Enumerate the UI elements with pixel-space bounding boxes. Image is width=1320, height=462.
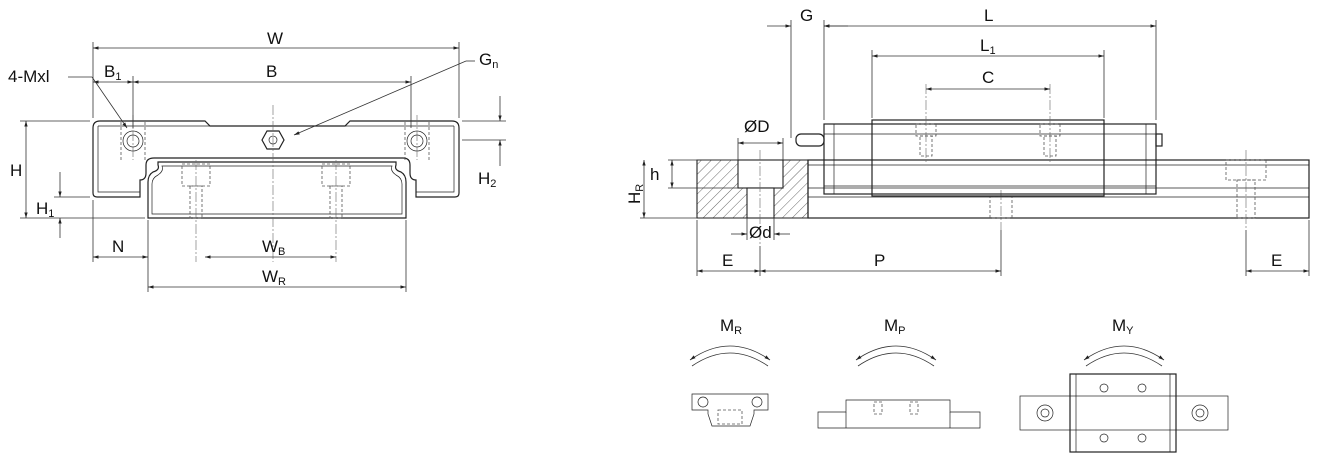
carriage-block-side bbox=[823, 123, 1157, 195]
mini-front-view-icon bbox=[691, 393, 769, 427]
dim-label-P: P bbox=[874, 251, 885, 270]
dim-label-H2: H2 bbox=[478, 169, 496, 190]
moment-label-MR: MR bbox=[720, 316, 742, 337]
mini-side-view-icon bbox=[817, 399, 981, 429]
moment-MY: MY bbox=[1019, 316, 1229, 453]
moment-MR: MR bbox=[689, 316, 771, 427]
rotation-arrow-icon bbox=[689, 345, 771, 361]
mini-top-view-block-icon bbox=[1069, 373, 1177, 453]
side-view: G L L1 C ØD h HR Ød bbox=[625, 6, 1310, 276]
front-view: W B1 B 4-Mxl Gn H H1 H2 N bbox=[8, 29, 506, 292]
dim-label-E-left: E bbox=[722, 251, 733, 270]
label-Gn: Gn bbox=[479, 50, 498, 71]
dim-label-WB: WB bbox=[262, 237, 285, 258]
dim-label-W: W bbox=[267, 29, 283, 48]
dim-label-OD: ØD bbox=[744, 117, 770, 136]
rotation-arrow-icon bbox=[1083, 345, 1165, 361]
dim-label-H1: H1 bbox=[36, 199, 54, 220]
dim-label-od: Ød bbox=[749, 223, 772, 242]
rail-outline bbox=[147, 161, 407, 219]
rail-side bbox=[807, 159, 1310, 219]
dim-label-h: h bbox=[650, 165, 659, 184]
dim-label-N: N bbox=[112, 237, 124, 256]
mini-top-view-rail-icon bbox=[1019, 395, 1229, 431]
dim-label-HR: HR bbox=[625, 184, 646, 204]
moment-label-MY: MY bbox=[1112, 316, 1134, 337]
dim-label-B1: B1 bbox=[104, 62, 121, 83]
dim-label-E-right: E bbox=[1271, 251, 1282, 270]
grease-nipple bbox=[261, 130, 285, 150]
dim-label-WR: WR bbox=[262, 267, 286, 288]
dim-label-C: C bbox=[982, 68, 994, 87]
dim-label-G: G bbox=[800, 6, 813, 25]
dim-label-L: L bbox=[984, 6, 993, 25]
dim-label-H: H bbox=[10, 161, 22, 180]
label-4-Mxl: 4-Mxl bbox=[8, 67, 50, 86]
moment-MP: MP bbox=[817, 316, 981, 429]
dim-label-L1: L1 bbox=[980, 36, 996, 57]
dim-label-B: B bbox=[266, 62, 277, 81]
rotation-arrow-icon bbox=[855, 345, 937, 361]
moment-label-MP: MP bbox=[884, 316, 906, 337]
